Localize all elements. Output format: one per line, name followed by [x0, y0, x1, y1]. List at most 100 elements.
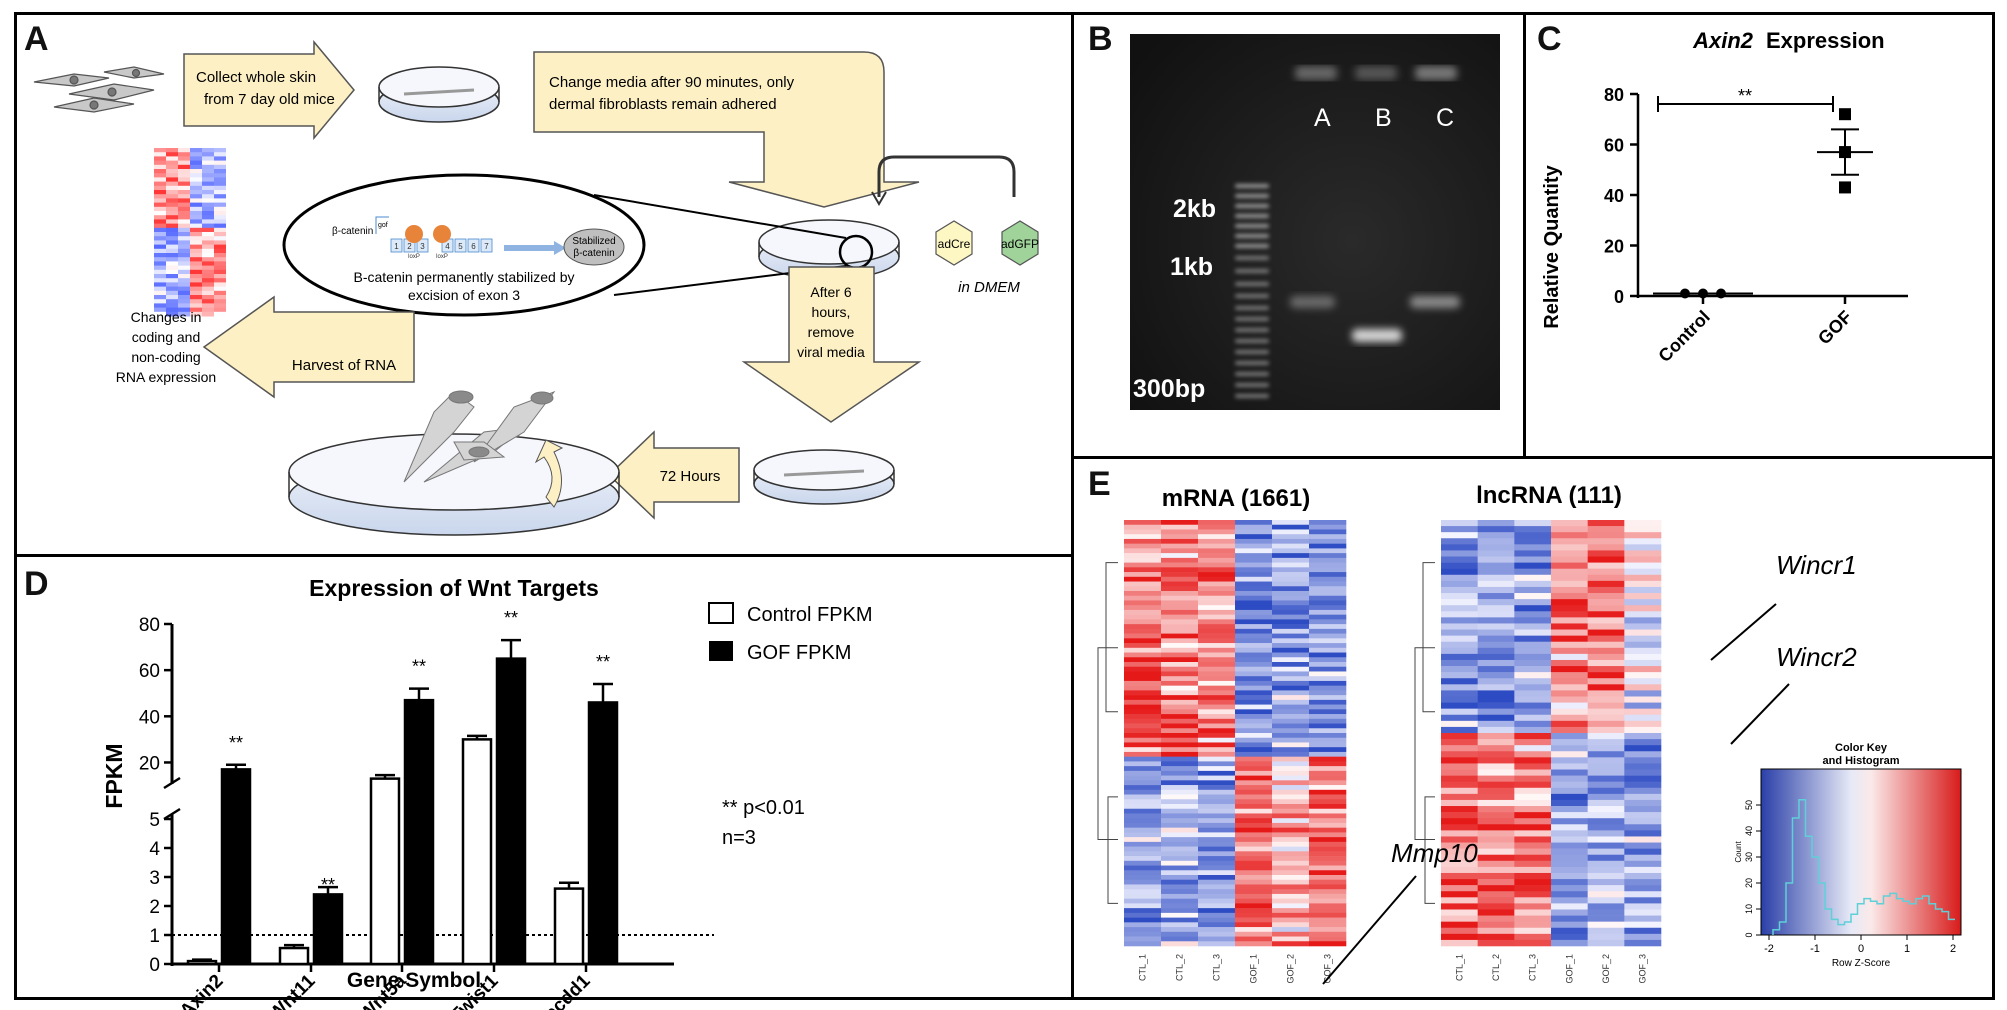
lncrna-heatmap-cell — [1624, 733, 1662, 740]
mini-heat-cell — [202, 156, 214, 162]
lncrna-heatmap-cell — [1441, 568, 1478, 576]
lncrna-heatmap-cell — [1477, 793, 1515, 801]
lncrna-heatmap-cell — [1624, 556, 1662, 563]
lncrna-heatmap-cell — [1551, 799, 1588, 807]
mrna-heatmap-cell — [1272, 567, 1310, 573]
mrna-heatmap-cell — [1235, 723, 1273, 729]
significance-label: ** — [596, 652, 610, 672]
lncrna-heatmap-cell — [1624, 702, 1662, 709]
mini-heat-cell — [178, 215, 190, 220]
mini-heat-cell — [166, 169, 178, 174]
mini-heat-cell — [202, 265, 214, 271]
note-n: n=3 — [722, 827, 756, 849]
mini-heat-cell — [214, 236, 226, 241]
lncrna-heatmap-cell — [1587, 666, 1625, 673]
mrna-heatmap-cell — [1235, 690, 1273, 696]
mrna-heatmap-cell — [1198, 572, 1236, 578]
mrna-heatmap-cell — [1161, 879, 1199, 885]
mrna-heatmap-cell — [1235, 543, 1273, 549]
mini-heat-cell — [154, 177, 166, 183]
mini-heat-cell — [166, 219, 178, 225]
mini-heat-cell — [154, 164, 166, 170]
mrna-heatmap-cell — [1161, 785, 1199, 791]
mrna-heatmap-cell — [1309, 728, 1347, 734]
mrna-heatmap-cell — [1161, 586, 1199, 592]
lncrna-heatmap-cell — [1477, 812, 1515, 819]
mini-heat-cell — [190, 215, 202, 220]
lncrna-heatmap-cell — [1587, 733, 1625, 740]
mrna-heatmap-cell — [1309, 671, 1347, 677]
mrna-heatmap-cell — [1198, 889, 1236, 895]
mrna-heatmap-cell — [1124, 557, 1162, 563]
lncrna-heatmap-cell — [1441, 775, 1478, 782]
mini-heat-cell — [178, 194, 190, 199]
mini-heat-cell — [190, 244, 202, 250]
mini-heat-cell — [178, 160, 190, 166]
lncrna-heatmap-cell — [1441, 836, 1478, 843]
mrna-heatmap-cell — [1124, 529, 1162, 535]
mrna-heatmap-cell — [1124, 718, 1162, 724]
lncrna-heatmap-cell — [1441, 842, 1478, 849]
chart-d-ylabel: FPKM — [101, 743, 127, 808]
lncrna-heatmap-cell — [1551, 520, 1588, 527]
mrna-heatmap-cell — [1272, 581, 1310, 587]
mrna-heatmap-cell — [1309, 879, 1347, 885]
mrna-heatmap-cell — [1309, 676, 1347, 682]
mini-heat-cell — [178, 202, 190, 208]
mini-heat-cell — [154, 274, 166, 279]
sample-label: CTL_2 — [1491, 954, 1501, 981]
lncrna-heatmap-cell — [1441, 532, 1478, 539]
mrna-heatmap-cell — [1124, 903, 1162, 909]
lncrna-heatmap-cell — [1551, 702, 1588, 709]
mrna-heatmap-cell — [1272, 818, 1310, 824]
lncrna-heatmap-cell — [1477, 574, 1515, 582]
lncrna-heatmap-cell — [1514, 879, 1552, 886]
mini-heat-cell — [190, 148, 202, 153]
lncrna-heatmap-cell — [1551, 556, 1588, 563]
lncrna-heatmap-cell — [1514, 842, 1552, 849]
lane-label-a: A — [1314, 104, 1331, 132]
lncrna-heatmap-cell — [1441, 830, 1478, 837]
mini-heat-cell — [214, 286, 226, 292]
mini-heat-cell — [154, 152, 166, 157]
mini-heat-cell — [154, 219, 166, 225]
sample-label: GOF_2 — [1601, 954, 1611, 984]
lncrna-heatmap-cell — [1587, 708, 1625, 716]
mini-heat-cell — [214, 160, 226, 166]
mrna-heatmap-cell — [1309, 723, 1347, 729]
mini-heat-cell — [214, 223, 226, 229]
lncrna-heatmap-cell — [1587, 599, 1625, 606]
mrna-heatmap-cell — [1309, 538, 1347, 544]
lncrna-heatmap-cell — [1551, 623, 1588, 630]
mrna-heatmap-cell — [1309, 581, 1347, 587]
mrna-heatmap-cell — [1161, 870, 1199, 876]
mrna-heatmap-cell — [1161, 553, 1199, 559]
mrna-heatmap-cell — [1198, 799, 1236, 805]
mrna-heatmap-cell — [1235, 680, 1273, 686]
mrna-heatmap-cell — [1235, 775, 1273, 781]
mini-heat-cell — [166, 236, 178, 241]
mrna-heatmap-cell — [1124, 917, 1162, 923]
sample-label: GOF_1 — [1249, 954, 1259, 984]
mini-heat-cell — [190, 202, 202, 208]
mrna-heatmap-cell — [1235, 647, 1273, 653]
mrna-heatmap-cell — [1198, 557, 1236, 563]
color-key-xtick: 1 — [1904, 943, 1910, 955]
lncrna-heatmap-cell — [1514, 885, 1552, 892]
mrna-heatmap-cell — [1272, 922, 1310, 928]
mrna-heatmap-cell — [1309, 832, 1347, 838]
mrna-heatmap-cell — [1272, 718, 1310, 724]
lncrna-heatmap-cell — [1624, 933, 1662, 941]
mrna-heatmap-cell — [1161, 676, 1199, 682]
mrna-heatmap-cell — [1198, 908, 1236, 914]
mrna-heatmap-cell — [1309, 931, 1347, 937]
mrna-heatmap-cell — [1161, 662, 1199, 668]
lncrna-heatmap-cell — [1477, 562, 1515, 569]
y-tick-label: 80 — [139, 615, 160, 636]
mrna-heatmap-cell — [1161, 832, 1199, 838]
mrna-heatmap-cell — [1161, 548, 1199, 554]
lncrna-heatmap-cell — [1441, 544, 1478, 551]
gel-bands — [1290, 296, 1460, 342]
mini-heat-cell — [166, 181, 178, 187]
panel-a-schematic: Collect whole skin from 7 day old mice C… — [33, 39, 1039, 536]
